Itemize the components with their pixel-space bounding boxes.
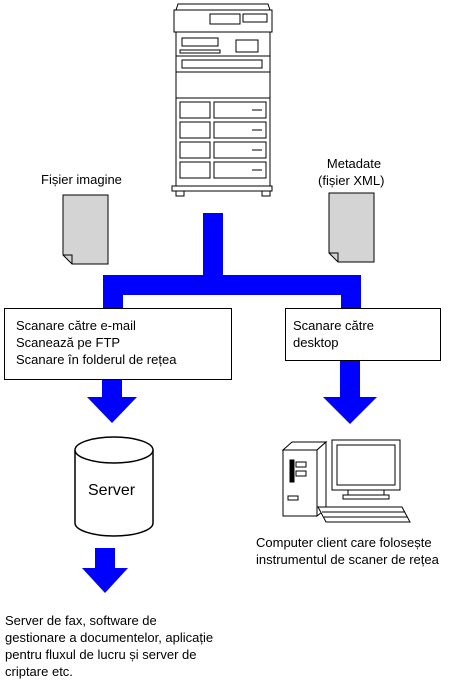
printer-icon [171,3,273,197]
flow-connector [103,213,361,308]
scan-to-email-text: Scanare către e-mail [16,318,136,333]
computer-icon [281,439,411,523]
client-caption: Computer client care folosește instrumen… [256,534,439,568]
image-file-label: Fișier imagine [41,172,122,187]
arrow-down-icon [82,548,128,593]
scan-to-desktop-line2: desktop [293,335,339,350]
metadata-label: Metadate [319,155,389,172]
scan-to-desktop-line1: Scanare către [293,318,374,333]
arrow-down-icon [323,361,377,424]
scan-to-desktop-box: Scanare către desktop [285,308,441,361]
destination-caption: Server de fax, software de gestionare a … [5,612,213,680]
document-icon [328,192,375,263]
destination-caption-line3: pentru fluxul de lucru și server de [5,647,197,662]
client-caption-line2: instrumentul de scaner de rețea [256,552,439,567]
destination-caption-line1: Server de fax, software de [5,613,157,628]
server-label: Server [88,482,136,499]
arrow-down-icon [87,380,137,423]
scan-to-ftp-text: Scanează pe FTP [16,335,121,350]
metadata-label-xml: (fișier XML) [318,173,385,188]
destination-caption-line2: gestionare a documentelor, aplicație [5,630,214,645]
scan-to-network-folder-text: Scanare în folderul de rețea [16,352,177,367]
document-icon [62,194,109,265]
database-icon [74,436,154,537]
scan-options-box: Scanare către e-mail Scanează pe FTP Sca… [4,308,232,380]
destination-caption-line4: criptare etc. [5,664,73,679]
client-caption-line1: Computer client care folosește [256,535,432,550]
metadata-label-line: Metadate [326,156,382,171]
